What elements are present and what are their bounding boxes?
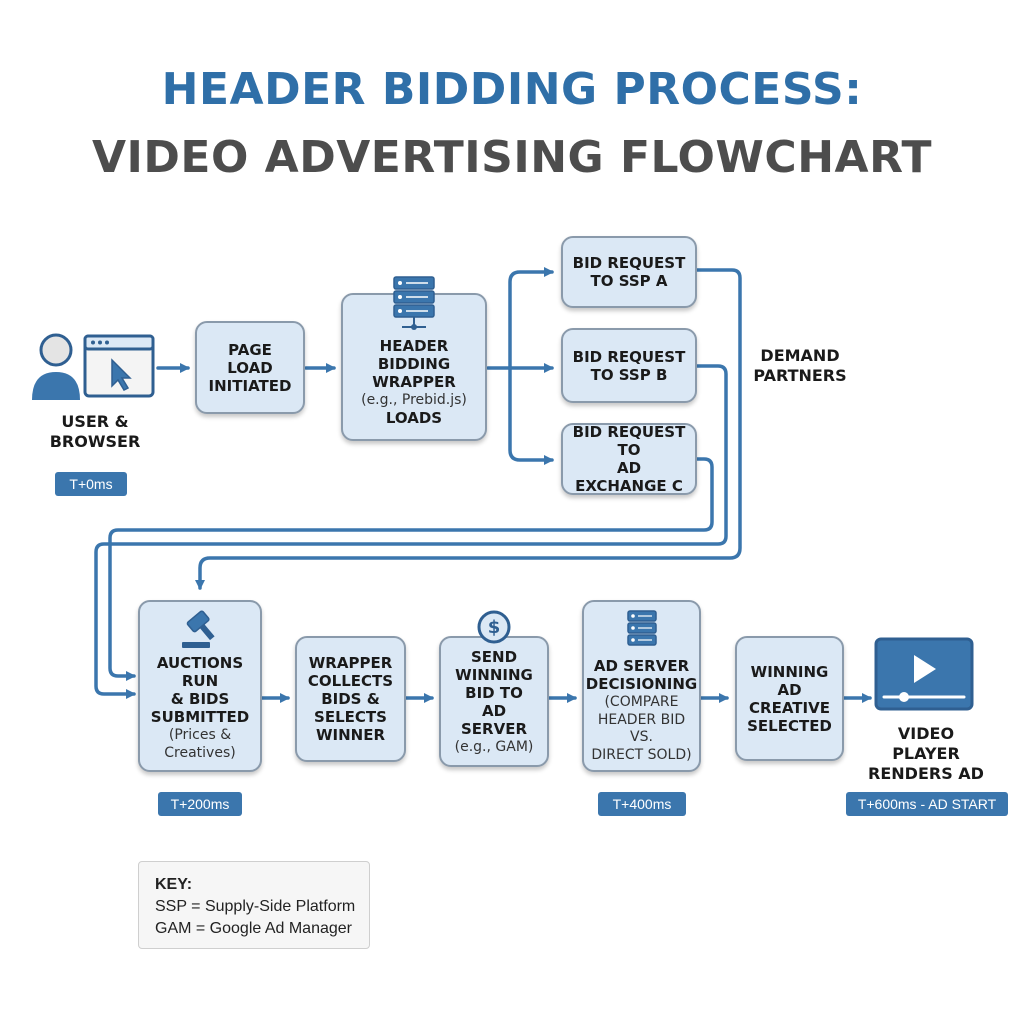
- video-player-icon: [874, 637, 974, 711]
- gavel-icon: [182, 610, 215, 648]
- video-player-label: VIDEO PLAYER RENDERS AD: [868, 724, 984, 783]
- svg-text:$: $: [488, 617, 501, 638]
- server-icon: [393, 276, 435, 330]
- timing-badge-t0: T+0ms: [55, 472, 127, 496]
- server-icon: [626, 609, 657, 646]
- page-load-node: PAGE LOAD INITIATED: [195, 321, 305, 414]
- dollar-coin-icon: $: [477, 610, 511, 643]
- wrapper-node: HEADER BIDDING WRAPPER (e.g., Prebid.js)…: [341, 276, 487, 441]
- user-icon: [32, 333, 80, 400]
- bid-request-ssp-a-node: BID REQUEST TO SSP A: [561, 236, 697, 308]
- key-item-ssp: SSP = Supply-Side Platform: [155, 898, 356, 915]
- user-browser-illustration: [32, 333, 155, 400]
- timing-badge-t200: T+200ms: [158, 792, 242, 816]
- cursor-icon: [111, 358, 132, 391]
- arrow-to-ssp-a: [508, 267, 554, 370]
- key-legend: KEY: SSP = Supply-Side Platform GAM = Go…: [138, 861, 370, 949]
- return-line-ssp-a: [195, 268, 742, 590]
- ad-server-decisioning-node: AD SERVER DECISIONING (COMPARE HEADER BI…: [582, 600, 701, 772]
- wrapper-collects-node: WRAPPER COLLECTS BIDS & SELECTS WINNER: [295, 636, 406, 762]
- demand-partners-label: DEMAND PARTNERS: [753, 346, 847, 385]
- send-winning-bid-node: $ SEND WINNING BID TO AD SERVER (e.g., G…: [439, 610, 549, 767]
- key-title: KEY:: [155, 876, 193, 893]
- timing-badge-t600: T+600ms - AD START: [846, 792, 1008, 816]
- auctions-node: AUCTIONS RUN & BIDS SUBMITTED (Prices & …: [138, 600, 262, 772]
- user-browser-label: USER & BROWSER: [49, 412, 141, 451]
- key-item-gam: GAM = Google Ad Manager: [155, 920, 352, 937]
- bid-request-exchange-c-node: BID REQUEST TO AD EXCHANGE C: [561, 423, 697, 495]
- title-line-1: HEADER BIDDING PROCESS:: [161, 64, 863, 115]
- timing-badge-t400: T+400ms: [598, 792, 686, 816]
- winning-ad-creative-node: WINNING AD CREATIVE SELECTED: [735, 636, 844, 761]
- title-line-2: VIDEO ADVERTISING FLOWCHART: [91, 132, 933, 183]
- bid-request-ssp-b-node: BID REQUEST TO SSP B: [561, 328, 697, 403]
- return-line-exchange-c: [108, 457, 714, 681]
- return-line-ssp-b: [94, 364, 728, 699]
- arrow-to-exchange-c: [508, 366, 554, 465]
